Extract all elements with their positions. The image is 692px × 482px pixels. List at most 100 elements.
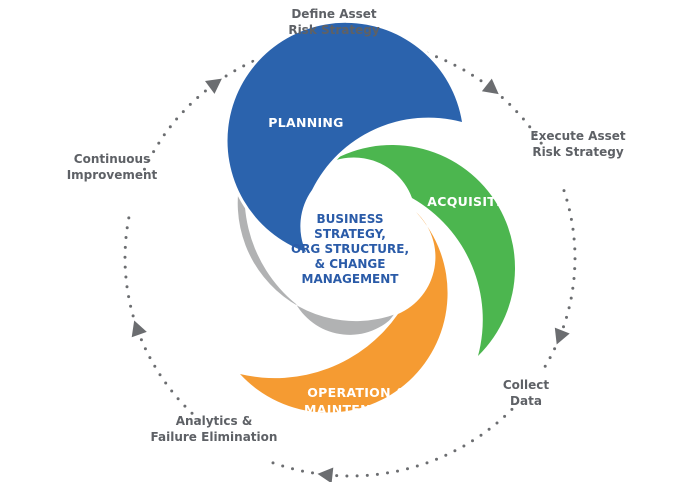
cycle-dot bbox=[573, 257, 577, 261]
cycle-dot bbox=[573, 267, 577, 271]
cycle-step-define: Define Asset Risk Strategy bbox=[288, 7, 380, 37]
cycle-dot bbox=[487, 427, 491, 431]
cycle-dot bbox=[571, 227, 575, 231]
cycle-dot bbox=[355, 474, 359, 478]
cycle-dot bbox=[548, 356, 552, 360]
cycle-dot bbox=[164, 381, 168, 385]
cycle-dot bbox=[345, 474, 349, 478]
cycle-dot bbox=[127, 216, 131, 220]
cycle-dot bbox=[335, 474, 339, 478]
center-line-1: BUSINESS bbox=[317, 212, 384, 226]
cycle-dot bbox=[197, 418, 201, 422]
cycle-dot bbox=[569, 217, 573, 221]
arrow-to-collect-icon bbox=[554, 327, 570, 345]
cycle-dot bbox=[415, 464, 419, 468]
cycle-dot bbox=[565, 198, 569, 202]
cycle-dot bbox=[435, 55, 438, 59]
cycle-dot bbox=[396, 469, 399, 473]
center-line-4: & CHANGE bbox=[315, 257, 386, 271]
cycle-dot bbox=[233, 69, 237, 73]
cycle-dot bbox=[471, 73, 474, 77]
cycle-dot bbox=[153, 364, 157, 368]
cycle-dot bbox=[162, 133, 166, 137]
cycle-dot bbox=[553, 347, 557, 351]
cycle-dot bbox=[453, 449, 457, 453]
cycle-dot bbox=[301, 469, 304, 473]
cycle-dot bbox=[203, 89, 207, 93]
stage-label-operation-line2: MAINTENANCE bbox=[304, 402, 410, 417]
petals bbox=[224, 19, 519, 416]
stage-label-planning: PLANNING bbox=[268, 115, 344, 130]
cycle-dot bbox=[152, 150, 156, 154]
cycle-dot bbox=[515, 110, 519, 114]
cycle-dot bbox=[503, 414, 507, 418]
cycle-dot bbox=[123, 265, 127, 269]
arrow-to-continuous-icon bbox=[131, 320, 147, 338]
cycle-dot bbox=[143, 347, 147, 351]
cycle-step-collect-line2: Data bbox=[510, 394, 542, 408]
cycle-dot bbox=[183, 404, 187, 408]
cycle-dot bbox=[224, 74, 228, 78]
cycle-dot bbox=[281, 464, 285, 468]
cycle-dot bbox=[242, 64, 246, 68]
cycle-dot bbox=[567, 208, 571, 212]
cycle-dot bbox=[123, 245, 127, 249]
cycle-dot bbox=[569, 296, 573, 300]
cycle-step-collect: Collect Data bbox=[503, 378, 550, 408]
cycle-step-analytics-line2: Failure Elimination bbox=[151, 430, 278, 444]
stage-label-acquisition: ACQUISITION bbox=[427, 194, 523, 209]
cycle-dot bbox=[124, 275, 128, 279]
cycle-dot bbox=[125, 226, 129, 230]
cycle-dot bbox=[129, 304, 133, 308]
cycle-dot bbox=[567, 306, 571, 310]
cycle-dot bbox=[508, 102, 512, 106]
cycle-step-define-line1: Define Asset bbox=[291, 7, 377, 21]
cycle-dot bbox=[181, 110, 185, 114]
cycle-dot bbox=[127, 295, 131, 299]
cycle-step-execute-line2: Risk Strategy bbox=[532, 145, 624, 159]
cycle-dot bbox=[462, 444, 466, 448]
cycle-dot bbox=[571, 286, 575, 290]
cycle-dot bbox=[291, 467, 294, 471]
center-line-3: ORG STRUCTURE, bbox=[291, 242, 409, 256]
cycle-dot bbox=[196, 96, 200, 99]
cycle-step-execute-line1: Execute Asset bbox=[530, 129, 625, 143]
cycle-dot bbox=[124, 236, 128, 239]
cycle-step-execute: Execute Asset Risk Strategy bbox=[530, 129, 625, 159]
cycle-dot bbox=[139, 338, 143, 342]
stage-label-operation-line1: OPERATION & bbox=[307, 385, 406, 400]
cycle-dot bbox=[565, 315, 568, 319]
cycle-dot bbox=[271, 461, 275, 465]
cycle-dot bbox=[562, 325, 565, 329]
cycle-step-analytics: Analytics & Failure Elimination bbox=[151, 414, 278, 444]
cycle-dot bbox=[147, 158, 151, 162]
cycle-dot bbox=[479, 433, 483, 437]
cycle-dot bbox=[435, 457, 438, 461]
cycle-dot bbox=[168, 125, 172, 129]
cycle-dot bbox=[444, 453, 448, 457]
cycle-dot bbox=[375, 472, 379, 476]
cycle-dot bbox=[573, 247, 577, 251]
cycle-dot bbox=[311, 471, 314, 475]
cycle-step-analytics-line1: Analytics & bbox=[176, 414, 253, 428]
cycle-dot bbox=[572, 277, 576, 280]
cycle-dot bbox=[471, 439, 474, 443]
cycle-dot bbox=[495, 421, 499, 425]
cycle-dot bbox=[406, 467, 409, 471]
cycle-dot bbox=[365, 473, 369, 477]
cycle-dot bbox=[188, 102, 192, 106]
cycle-dot bbox=[190, 411, 194, 415]
cycle-dot bbox=[176, 397, 180, 401]
cycle-dot bbox=[572, 237, 576, 241]
cycle-step-continuous: Continuous Improvement bbox=[67, 152, 158, 182]
cycle-dot bbox=[157, 141, 161, 145]
cycle-dot bbox=[500, 96, 504, 99]
cycle-step-define-line2: Risk Strategy bbox=[288, 23, 380, 37]
cycle-dot bbox=[521, 117, 525, 121]
petal-planning bbox=[224, 19, 465, 255]
cycle-dot bbox=[386, 471, 389, 475]
cycle-dot bbox=[453, 63, 457, 67]
cycle-dot bbox=[510, 407, 514, 411]
center-line-5: MANAGEMENT bbox=[302, 272, 400, 286]
